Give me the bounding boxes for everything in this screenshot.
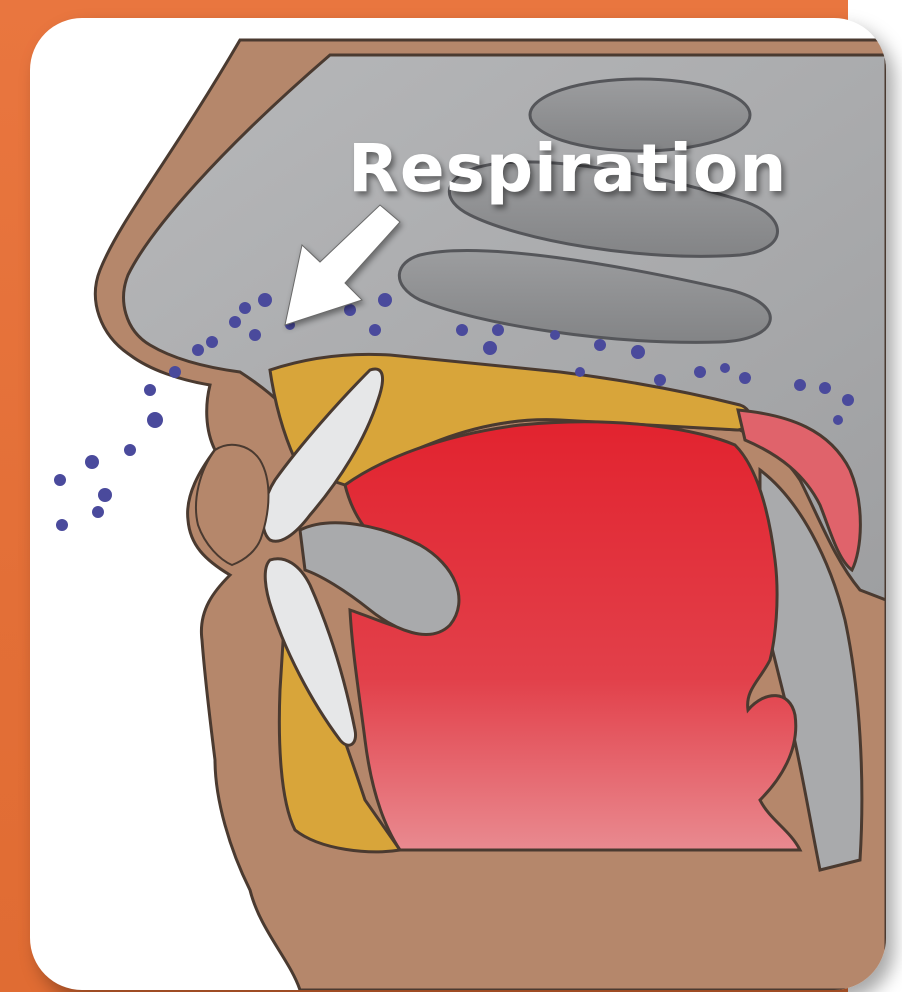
diagram-card: Respiration bbox=[30, 18, 886, 990]
tongue bbox=[345, 422, 800, 850]
respiration-label: Respiration bbox=[348, 130, 787, 207]
